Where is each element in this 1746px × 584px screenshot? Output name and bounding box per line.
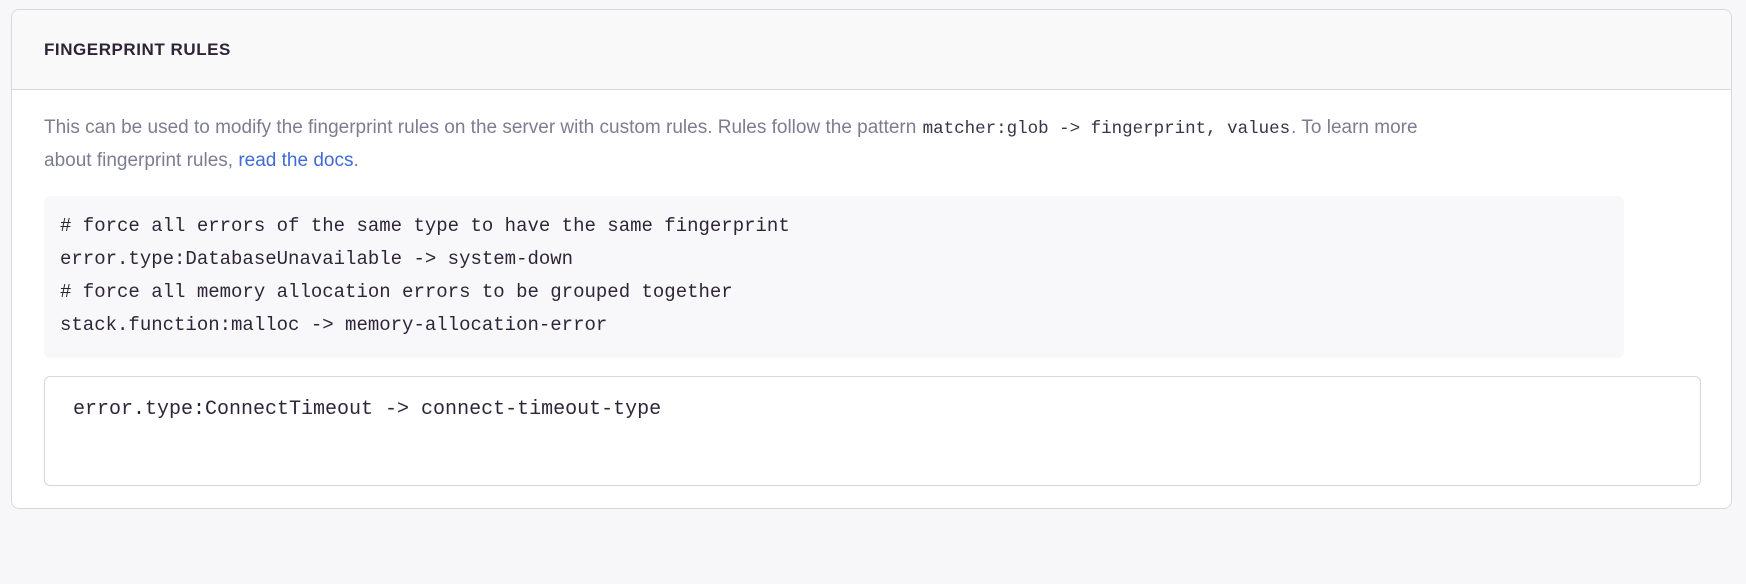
description-period: . <box>353 150 359 171</box>
panel-header: FINGERPRINT RULES <box>12 10 1731 90</box>
code-example-block: # force all errors of the same type to h… <box>44 196 1624 358</box>
description-text: This can be used to modify the fingerpri… <box>44 112 1444 176</box>
description-part-two: . To learn more about fingerprint rules, <box>44 117 1418 171</box>
code-example-text: # force all errors of the same type to h… <box>60 215 790 336</box>
fingerprint-rules-input[interactable] <box>44 376 1701 486</box>
inline-code-pattern: matcher:glob -> fingerprint, values <box>922 119 1291 139</box>
page-title: FINGERPRINT RULES <box>44 39 231 59</box>
panel-body: This can be used to modify the fingerpri… <box>12 90 1731 486</box>
description-part-one: This can be used to modify the fingerpri… <box>44 117 917 138</box>
read-the-docs-link[interactable]: read the docs <box>238 150 354 171</box>
fingerprint-rules-panel: FINGERPRINT RULES This can be used to mo… <box>11 9 1732 509</box>
